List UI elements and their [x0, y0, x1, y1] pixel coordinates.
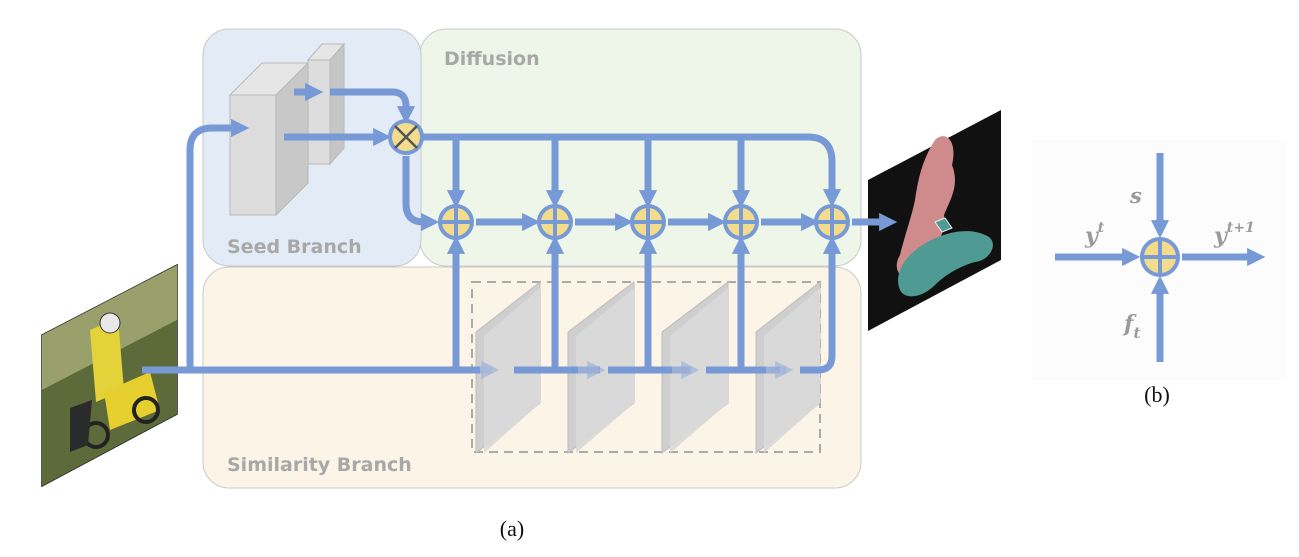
sim-last-up [800, 235, 842, 374]
similarity-plane-1 [475, 280, 541, 455]
similarity-planes [475, 280, 821, 455]
plus-node-1 [438, 204, 474, 240]
similarity-branch-label: Similarity Branch [227, 454, 412, 476]
multiply-node [388, 119, 424, 155]
multiply-down-arrow [402, 156, 440, 232]
panel-b-arrows [1055, 153, 1266, 362]
plus-nodes [438, 204, 850, 240]
plus-node-2 [537, 204, 573, 240]
input-image [41, 263, 178, 488]
f-label: ft [1122, 311, 1140, 342]
y-in-label: yt [1084, 220, 1105, 249]
seed-branch-label: Seed Branch [227, 236, 362, 258]
diffusion-label: Diffusion [444, 48, 540, 70]
top-bus [422, 133, 842, 208]
plus-node-5 [814, 204, 850, 240]
caption-a: (a) [500, 516, 524, 541]
caption-b: (b) [1144, 382, 1170, 407]
plus-node-3 [630, 204, 666, 240]
panel-b-plus-node [1140, 237, 1180, 277]
input-to-seed-arrow [186, 118, 250, 370]
output-segmentation [868, 110, 1001, 331]
plus-node-4 [723, 204, 759, 240]
seed-top-arrow [330, 88, 416, 125]
s-label: s [1129, 183, 1142, 208]
y-out-label: yt+1 [1213, 220, 1255, 249]
